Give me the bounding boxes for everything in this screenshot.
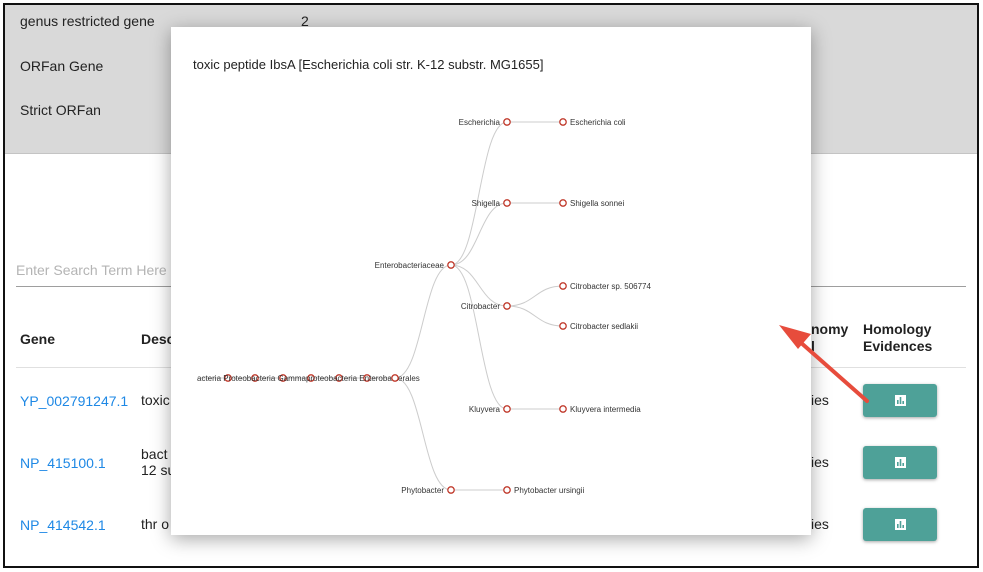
column-header-gene[interactable]: Gene: [20, 331, 56, 347]
tree-label-citrobacter-sp: Citrobacter sp. 506774: [570, 282, 651, 291]
bar-chart-icon: [894, 395, 906, 406]
summary-label-strict-orfan: Strict ORFan: [20, 102, 101, 118]
gene-link-row-1[interactable]: YP_002791247.1: [20, 393, 129, 409]
tree-node-enterobacterales[interactable]: [391, 374, 399, 382]
taxonomy-tree: acteria Proteobacteria Gammaproteobacter…: [197, 118, 651, 495]
column-header-taxonomy-line-2[interactable]: l: [811, 338, 815, 354]
taxonomy-tree-modal: toxic peptide IbsA [Escherichia coli str…: [171, 27, 811, 535]
app-frame: genus restricted gene 2 ORFan Gene Stric…: [3, 3, 979, 568]
tree-node-escherichia-coli[interactable]: [559, 118, 567, 126]
tree-node-citrobacter-sedlakii[interactable]: [559, 322, 567, 330]
tree-label-kluyvera-intermedia: Kluyvera intermedia: [570, 405, 641, 414]
tree-node-shigella-sonnei[interactable]: [559, 199, 567, 207]
gene-link-row-3[interactable]: NP_414542.1: [20, 517, 106, 533]
tree-node-enterobacteriaceae[interactable]: [447, 261, 455, 269]
tree-label-citrobacter: Citrobacter: [461, 302, 500, 311]
column-header-homology-line-2: Evidences: [863, 338, 933, 354]
bar-chart-icon: [894, 457, 906, 468]
description-row-2-line-1: bact: [141, 446, 168, 462]
taxonomy-level-row-3: ies: [811, 516, 829, 532]
column-header-taxonomy-line-1[interactable]: nomy: [811, 321, 849, 337]
tree-node-chain-1[interactable]: [251, 374, 259, 382]
taxonomy-level-row-1: ies: [811, 392, 829, 408]
tree-node-phytobacter[interactable]: [447, 486, 455, 494]
tree-node-citrobacter[interactable]: [503, 302, 511, 310]
tree-edge-enterobacteriaceae: [394, 264, 452, 379]
tree-edge-citrobacter-sedlakii: [506, 305, 564, 327]
tree-node-kluyvera-intermedia[interactable]: [559, 405, 567, 413]
description-row-3: thr o: [141, 516, 170, 532]
tree-edge-citrobacter-sp: [506, 285, 564, 307]
tree-label-citrobacter-sedlakii: Citrobacter sedlakii: [570, 322, 638, 331]
tree-node-chain-4[interactable]: [335, 374, 343, 382]
tree-node-escherichia[interactable]: [503, 118, 511, 126]
taxonomy-level-row-2: ies: [811, 454, 829, 470]
tree-node-chain-2[interactable]: [279, 374, 287, 382]
homology-evidence-button-row-3[interactable]: [863, 508, 937, 541]
tree-node-citrobacter-sp[interactable]: [559, 282, 567, 290]
tree-node-chain-5[interactable]: [363, 374, 371, 382]
column-header-description[interactable]: Desc: [141, 331, 175, 347]
tree-edge-escherichia: [450, 121, 508, 266]
tree-node-phytobacter-ursingii[interactable]: [503, 486, 511, 494]
description-row-1: toxic: [141, 392, 170, 408]
tree-node-kluyvera[interactable]: [503, 405, 511, 413]
tree-label-kluyvera: Kluyvera: [469, 405, 501, 414]
tree-label-shigella: Shigella: [472, 199, 501, 208]
column-header-homology-line-1: Homology: [863, 321, 932, 337]
tree-edge-shigella: [450, 202, 508, 266]
tree-edge-kluyvera: [450, 264, 508, 410]
tree-node-chain-0[interactable]: [224, 374, 232, 382]
tree-root-chain-label: acteria Proteobacteria Gammaproteobacter…: [197, 374, 420, 383]
tree-label-enterobacteriaceae: Enterobacteriaceae: [375, 261, 445, 270]
tree-label-shigella-sonnei: Shigella sonnei: [570, 199, 624, 208]
tree-label-escherichia-coli: Escherichia coli: [570, 118, 626, 127]
tree-node-shigella[interactable]: [503, 199, 511, 207]
tree-edge-phytobacter: [394, 377, 452, 491]
tree-label-escherichia: Escherichia: [459, 118, 501, 127]
description-row-2-line-2: 12 su: [141, 462, 176, 478]
gene-link-row-2[interactable]: NP_415100.1: [20, 455, 106, 471]
tree-edge-citrobacter: [450, 264, 508, 307]
homology-evidence-button-row-2[interactable]: [863, 446, 937, 479]
modal-title: toxic peptide IbsA [Escherichia coli str…: [193, 57, 544, 72]
tree-label-phytobacter: Phytobacter: [401, 486, 444, 495]
summary-value-genus-restricted: 2: [301, 13, 309, 29]
tree-label-phytobacter-ursingii: Phytobacter ursingii: [514, 486, 584, 495]
tree-node-chain-3[interactable]: [307, 374, 315, 382]
bar-chart-icon: [894, 519, 906, 530]
summary-label-orfan-gene: ORFan Gene: [20, 58, 104, 74]
summary-label-genus-restricted: genus restricted gene: [20, 13, 155, 29]
homology-evidence-button-row-1[interactable]: [863, 384, 937, 417]
